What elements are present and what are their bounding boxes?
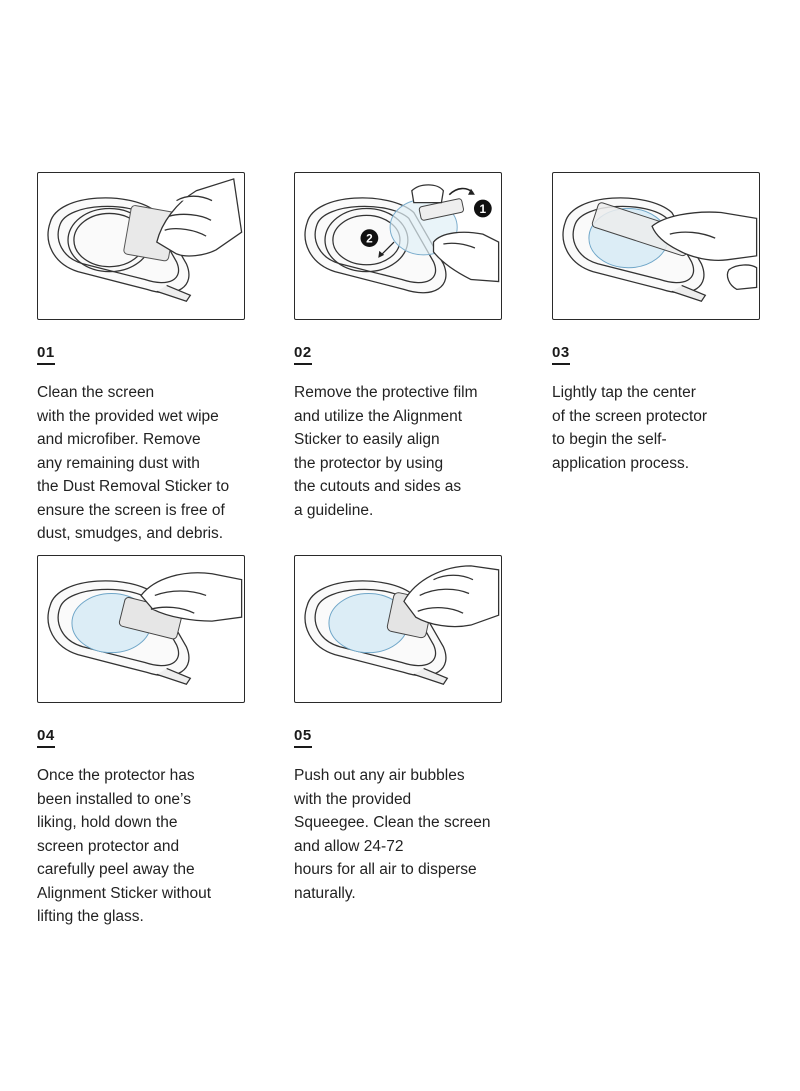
peel-sticker-illustration xyxy=(47,572,243,686)
description-line: with the provided xyxy=(294,790,412,808)
description-line: application process. xyxy=(552,454,689,472)
watch-cleaning-illustration xyxy=(47,178,243,303)
description-line: Push out any air bubbles xyxy=(294,767,465,784)
step-04-number: 04 xyxy=(37,728,55,748)
step-03-number: 03 xyxy=(552,345,570,365)
description-line: liking, hold down the xyxy=(37,814,178,831)
step-01-number: 01 xyxy=(37,345,55,365)
description-line: with the provided wet wipe xyxy=(37,407,219,425)
description-line: the protector by using xyxy=(294,454,444,472)
step-marker-1: 1 xyxy=(480,202,487,216)
step-04-description: Once the protector has been installed to… xyxy=(37,764,247,929)
description-line: the cutouts and sides as xyxy=(294,478,462,495)
step-01-description: Clean the screen with the provided wet w… xyxy=(37,381,247,546)
protector-alignment-illustration: 1 2 xyxy=(304,184,500,294)
description-line: and allow 24-72 xyxy=(294,837,404,855)
description-line: hours for all air to disperse xyxy=(294,861,477,878)
description-line: Lightly tap the center xyxy=(552,384,696,401)
step-02-description: Remove the protective film and utilize t… xyxy=(294,381,504,522)
step-05-number: 05 xyxy=(294,728,312,748)
description-line: any remaining dust with xyxy=(37,454,200,472)
description-line: screen protector and xyxy=(37,837,180,855)
description-line: ensure the screen is free of xyxy=(37,501,225,519)
step-03-illustration xyxy=(552,172,760,320)
step-02-illustration: 1 2 xyxy=(294,172,502,320)
description-line: Sticker to easily align xyxy=(294,431,440,448)
step-01: 01 Clean the screen with the provided we… xyxy=(37,172,247,546)
description-line: lifting the glass. xyxy=(37,908,144,925)
step-01-illustration xyxy=(37,172,245,320)
step-04: 04 Once the protector has been installed… xyxy=(37,555,247,929)
description-line: Alignment Sticker without xyxy=(37,884,212,902)
description-line: Clean the screen xyxy=(37,384,155,401)
step-05: 05 Push out any air bubbles with the pro… xyxy=(294,555,504,905)
step-05-illustration xyxy=(294,555,502,703)
step-05-description: Push out any air bubbles with the provid… xyxy=(294,764,504,905)
step-02: 1 2 02 Remove the protective film and ut… xyxy=(294,172,504,522)
description-line: dust, smudges, and debris. xyxy=(37,525,224,542)
description-line: a guideline. xyxy=(294,501,374,519)
description-line: the Dust Removal Sticker to xyxy=(37,478,230,495)
step-04-illustration xyxy=(37,555,245,703)
description-line: Squeegee. Clean the screen xyxy=(294,814,491,831)
description-line: naturally. xyxy=(294,884,356,902)
tap-center-illustration xyxy=(562,197,758,303)
step-03: 03 Lightly tap the center of the screen … xyxy=(552,172,762,475)
step-02-number: 02 xyxy=(294,345,312,365)
description-line: and utilize the Alignment xyxy=(294,407,463,425)
description-line: and microfiber. Remove xyxy=(37,431,201,448)
description-line: Remove the protective film xyxy=(294,384,478,401)
description-line: been installed to one’s xyxy=(37,790,191,808)
description-line: carefully peel away the xyxy=(37,861,195,878)
step-marker-2: 2 xyxy=(366,232,373,246)
description-line: to begin the self- xyxy=(552,431,667,448)
squeegee-illustration xyxy=(304,565,500,686)
step-03-description: Lightly tap the center of the screen pro… xyxy=(552,381,762,475)
description-line: of the screen protector xyxy=(552,407,708,425)
description-line: Once the protector has xyxy=(37,767,195,784)
